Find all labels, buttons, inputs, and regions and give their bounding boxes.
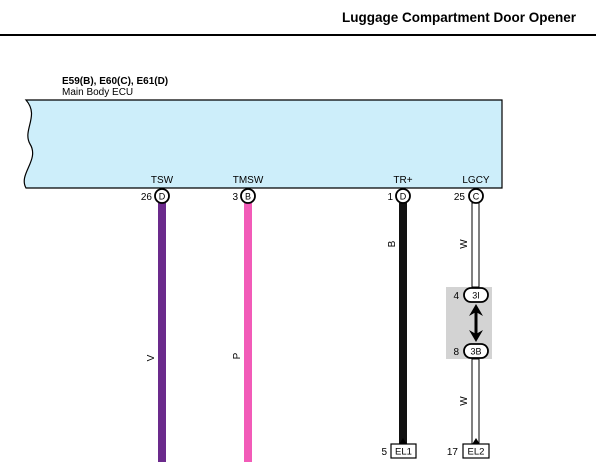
terminal-el2-pin: 17 — [447, 447, 459, 458]
svg-text:D: D — [159, 192, 166, 202]
svg-text:B: B — [245, 192, 251, 202]
component-name: Main Body ECU — [62, 87, 134, 98]
wire-w-upper — [471, 202, 480, 288]
svg-text:D: D — [400, 192, 407, 202]
svg-text:3B: 3B — [470, 347, 481, 357]
wire-v — [158, 203, 166, 462]
svg-text:C: C — [473, 192, 480, 202]
pin-signal-trplus: TR+ — [393, 175, 412, 186]
wire-label-w-upper: W — [459, 239, 470, 249]
wire-p — [244, 203, 252, 462]
inline-connection-arrow — [469, 304, 483, 342]
svg-text:EL1: EL1 — [395, 447, 412, 458]
pin-number-tmsw: 3 — [232, 192, 238, 203]
svg-text:EL2: EL2 — [468, 447, 485, 458]
pin-connector-lgcy: C — [468, 188, 484, 204]
ecu-body — [23, 99, 503, 189]
pin-signal-tsw: TSW — [151, 175, 174, 186]
inline-connector-lower: 3B — [463, 343, 489, 359]
pin-number-tsw: 26 — [141, 192, 153, 203]
svg-text:3I: 3I — [472, 291, 480, 301]
wire-label-v: V — [146, 354, 157, 361]
terminal-el1: EL1 — [390, 438, 417, 459]
header-divider — [0, 34, 596, 36]
wire-b — [399, 203, 407, 444]
pin-connector-tsw: D — [154, 188, 170, 204]
pin-number-trplus: 1 — [387, 192, 393, 203]
wire-label-w-lower: W — [459, 396, 470, 406]
component-connector-codes: E59(B), E60(C), E61(D) — [62, 76, 169, 87]
pin-connector-trplus: D — [395, 188, 411, 204]
inline-connector-upper: 3I — [463, 287, 489, 303]
wire-label-p: P — [232, 352, 243, 359]
pin-connector-tmsw: B — [240, 188, 256, 204]
inline-connector-lower-pin: 8 — [453, 347, 459, 358]
wire-label-b: B — [387, 240, 398, 247]
page-title: Luggage Compartment Door Opener — [341, 10, 576, 25]
pin-signal-lgcy: LGCY — [462, 175, 490, 186]
pin-signal-tmsw: TMSW — [233, 175, 264, 186]
terminal-el2: EL2 — [462, 438, 490, 459]
inline-connector-upper-pin: 4 — [453, 291, 459, 302]
wire-w-lower — [471, 358, 480, 446]
pin-number-lgcy: 25 — [454, 192, 466, 203]
terminal-el1-pin: 5 — [381, 447, 387, 458]
